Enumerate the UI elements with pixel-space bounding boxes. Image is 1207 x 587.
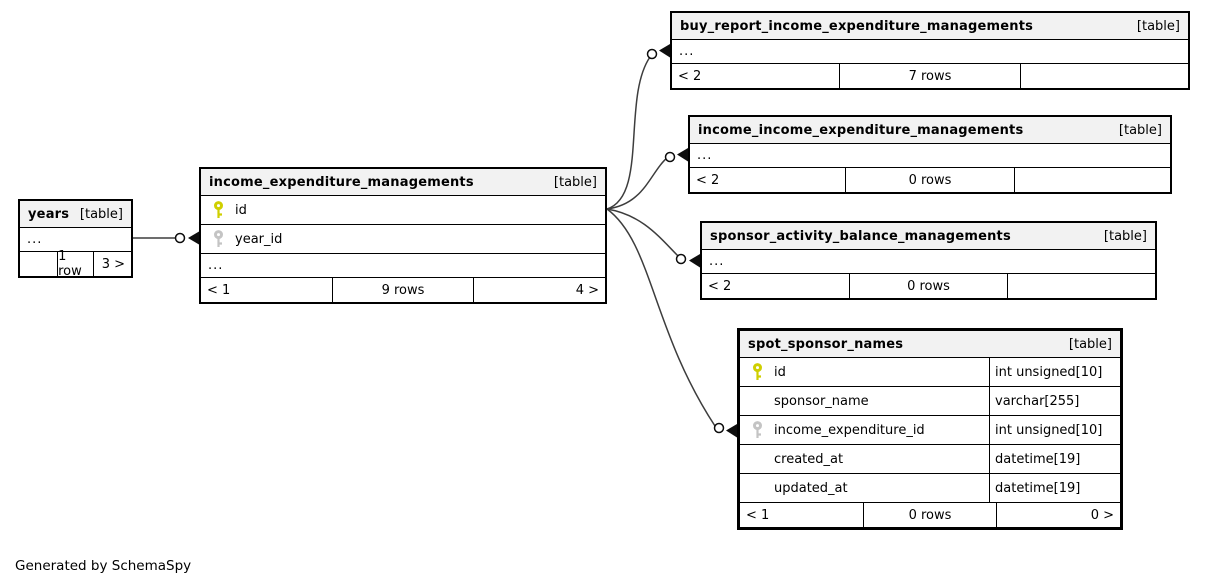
footer-row-count: 1 row	[57, 249, 93, 279]
footer-children: 4 >	[473, 278, 605, 302]
foreign-key-icon	[201, 229, 235, 249]
footer-parents: < 2	[678, 68, 702, 84]
column-name: income_expenditure_id	[774, 422, 925, 438]
table-footer: < 1 0 rows 0 >	[740, 503, 1120, 527]
table-spot-sponsor-names[interactable]: spot_sponsor_names [table] id int unsign…	[737, 328, 1123, 530]
table-tag: [table]	[553, 174, 597, 190]
footer-children	[1007, 274, 1155, 298]
table-header[interactable]: sponsor_activity_balance_managements [ta…	[702, 223, 1155, 250]
footer-row-count: 7 rows	[838, 64, 1020, 88]
column-type: datetime[19]	[989, 445, 1120, 473]
table-title: years	[28, 206, 70, 222]
footer-row-count: 0 rows	[848, 274, 1008, 298]
table-title: spot_sponsor_names	[748, 336, 904, 352]
table-header[interactable]: income_income_expenditure_managements [t…	[690, 117, 1170, 144]
collapsed-columns-row: ...	[672, 40, 1188, 64]
table-title: sponsor_activity_balance_managements	[710, 228, 1011, 244]
footer-parents: < 1	[207, 282, 231, 298]
table-header[interactable]: years [table]	[20, 201, 131, 228]
marker-spot-sponsor	[713, 422, 737, 438]
marker-income-income	[664, 148, 688, 163]
table-tag: [table]	[1136, 18, 1180, 34]
crowfoot-markers	[174, 44, 737, 438]
column-name: id	[235, 202, 247, 218]
table-title: income_expenditure_managements	[209, 174, 474, 190]
marker-buy-report	[646, 44, 670, 60]
table-income-income-expenditure-managements[interactable]: income_income_expenditure_managements [t…	[688, 115, 1172, 194]
column-name: year_id	[235, 231, 283, 247]
footer-row-count: 9 rows	[332, 278, 473, 302]
collapsed-columns-row: ...	[690, 144, 1170, 168]
table-header[interactable]: buy_report_income_expenditure_management…	[672, 13, 1188, 40]
table-title: buy_report_income_expenditure_management…	[680, 18, 1034, 34]
primary-key-icon	[740, 362, 774, 382]
marker-center-year-id	[174, 231, 199, 245]
column-row-income-expenditure-id: income_expenditure_id int unsigned[10]	[740, 416, 1120, 445]
column-row-created-at: created_at datetime[19]	[740, 445, 1120, 474]
footer-parents: < 2	[708, 278, 732, 294]
edge-center-to-spot-sponsor	[606, 208, 716, 427]
footer-children: 0 >	[995, 503, 1120, 527]
column-name: id	[774, 364, 786, 380]
table-sponsor-activity-balance-managements[interactable]: sponsor_activity_balance_managements [ta…	[700, 221, 1157, 300]
collapsed-columns-row: ...	[20, 228, 131, 252]
table-tag: [table]	[1118, 122, 1162, 138]
collapsed-columns-row: ...	[702, 250, 1155, 274]
column-type: int unsigned[10]	[989, 416, 1120, 444]
footer-children: 3 >	[92, 252, 131, 276]
column-type: varchar[255]	[989, 387, 1120, 415]
column-type: int unsigned[10]	[989, 358, 1120, 386]
table-tag: [table]	[1068, 336, 1112, 352]
column-row-updated-at: updated_at datetime[19]	[740, 474, 1120, 503]
table-tag: [table]	[1103, 228, 1147, 244]
foreign-key-icon	[740, 420, 774, 440]
column-type: datetime[19]	[989, 474, 1120, 502]
table-buy-report-income-expenditure-managements[interactable]: buy_report_income_expenditure_management…	[670, 11, 1190, 90]
column-name: sponsor_name	[774, 393, 869, 409]
generated-by-credit: Generated by SchemaSpy	[15, 558, 192, 574]
column-name: created_at	[774, 451, 844, 467]
edge-center-to-income-income	[606, 156, 669, 210]
edge-center-to-sponsor-activity	[606, 208, 681, 259]
marker-sponsor-activity	[675, 253, 700, 268]
footer-children	[1013, 168, 1170, 192]
footer-children	[1020, 64, 1188, 88]
table-footer: < 2 0 rows	[690, 168, 1170, 192]
footer-row-count: 0 rows	[845, 168, 1013, 192]
table-footer: 1 row 3 >	[20, 249, 131, 279]
table-footer: < 2 7 rows	[672, 64, 1188, 88]
collapsed-columns-row: ...	[201, 254, 605, 278]
table-income-expenditure-managements[interactable]: income_expenditure_managements [table] i…	[199, 167, 607, 304]
footer-parents	[20, 252, 57, 276]
table-footer: < 1 9 rows 4 >	[201, 278, 605, 302]
column-row-id: id	[201, 196, 605, 225]
table-title: income_income_expenditure_managements	[698, 122, 1024, 138]
primary-key-icon	[201, 200, 235, 220]
column-name: updated_at	[774, 480, 848, 496]
table-years[interactable]: years [table] ... 1 row 3 >	[18, 199, 133, 279]
column-row-sponsor-name: sponsor_name varchar[255]	[740, 387, 1120, 416]
table-header[interactable]: spot_sponsor_names [table]	[740, 331, 1120, 358]
table-footer: < 2 0 rows	[702, 274, 1155, 298]
column-row-id: id int unsigned[10]	[740, 358, 1120, 387]
table-header[interactable]: income_expenditure_managements [table]	[201, 169, 605, 196]
footer-parents: < 2	[696, 172, 720, 188]
table-tag: [table]	[79, 206, 123, 222]
footer-row-count: 0 rows	[863, 503, 995, 527]
edge-center-to-buy-report	[606, 56, 651, 210]
column-row-year-id: year_id	[201, 225, 605, 254]
edge-lines	[133, 56, 716, 427]
footer-parents: < 1	[746, 507, 770, 523]
